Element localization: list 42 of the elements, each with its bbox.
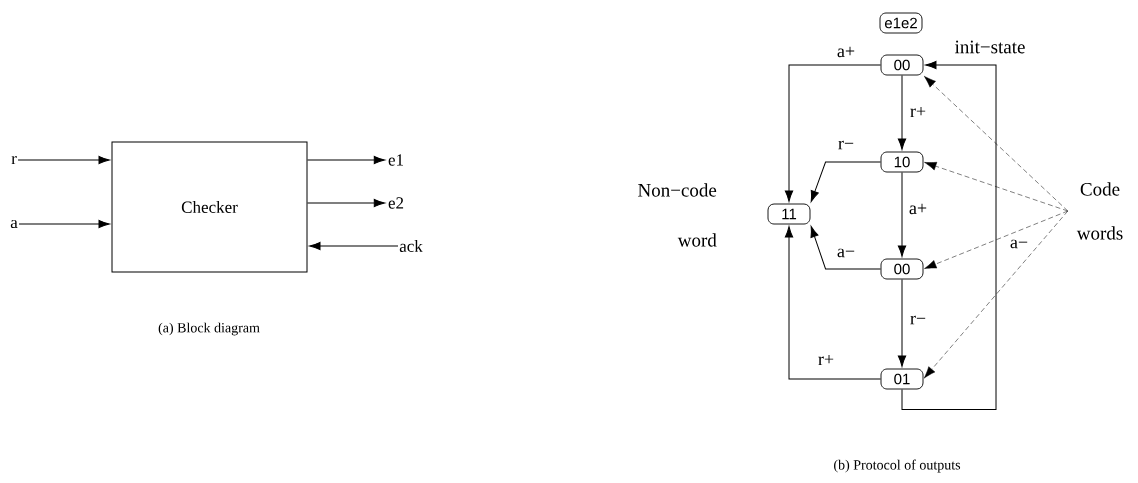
block-box: Checker	[111, 141, 308, 273]
arrow	[924, 162, 1069, 212]
arrow	[897, 74, 907, 150]
caption: (a) Block diagram	[158, 322, 260, 336]
arrow	[924, 210, 1069, 269]
signal-label: e1	[388, 154, 403, 166]
signal-label: a	[10, 219, 18, 229]
edge-label: r+	[908, 105, 928, 119]
state-box: e1e2	[879, 12, 923, 34]
arrow	[784, 64, 882, 202]
edge-label: a−	[835, 247, 857, 259]
state-box: 01	[880, 368, 924, 390]
state-box: 00	[880, 54, 924, 76]
arrow	[307, 198, 386, 208]
node-caption: init−state	[954, 40, 1025, 54]
edge-label: r+	[816, 353, 836, 367]
edge-label: a+	[835, 45, 857, 59]
edge-label: r−	[908, 314, 928, 326]
arrow	[897, 278, 907, 367]
arrow	[897, 171, 907, 257]
arrow	[17, 155, 110, 165]
arrow	[18, 219, 110, 229]
signal-label: e2	[388, 197, 404, 209]
state-box: 10	[880, 151, 924, 173]
edge-label: a−	[1008, 238, 1030, 250]
arrow	[810, 161, 882, 202]
note-text: Code words	[1076, 182, 1123, 240]
arrow	[923, 210, 1069, 379]
arrow	[924, 75, 1069, 212]
arrow	[307, 155, 386, 165]
signal-label: r	[11, 156, 17, 164]
state-box: 11	[767, 203, 811, 225]
arrow	[784, 226, 882, 380]
arrow	[309, 241, 399, 251]
edge-label: r−	[836, 139, 856, 151]
arrow	[901, 60, 997, 410]
node-caption: Non−code word	[638, 183, 717, 247]
state-box: 00	[880, 258, 924, 280]
caption: (b) Protocol of outputs	[834, 459, 961, 473]
edge-label: a+	[907, 202, 929, 216]
signal-label: ack	[399, 240, 423, 252]
arrow	[810, 226, 882, 270]
